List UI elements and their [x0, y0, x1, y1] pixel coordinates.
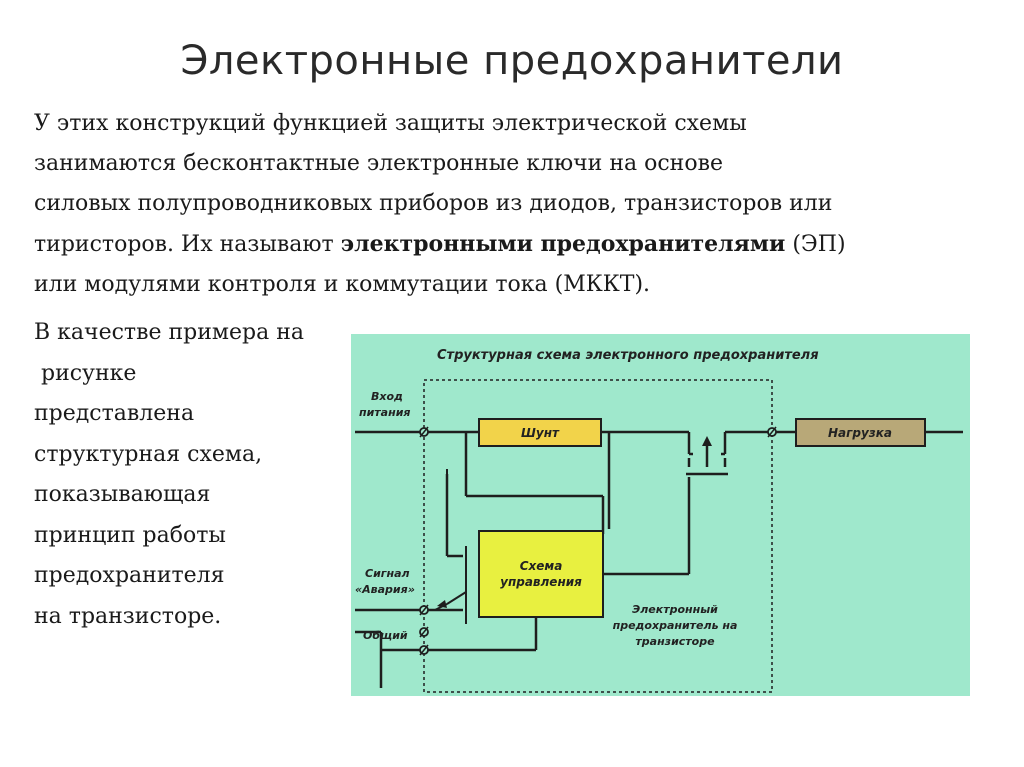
mosfet-arrow — [702, 436, 712, 446]
load-block — [795, 418, 926, 447]
slide-title: Электронные предохранители — [180, 38, 844, 84]
input-label-line2: питания — [359, 406, 410, 419]
alarm-label-line1: Сигнал — [365, 567, 410, 580]
input-label-line1: Вход — [371, 390, 403, 403]
alarm-label-line2: «Авария» — [355, 583, 415, 596]
description-line: представлена — [34, 401, 195, 426]
schematic-svg: Структурная схема электронного предохран… — [351, 334, 970, 696]
paragraph-text: тиристоров. Их называют — [34, 232, 341, 257]
description-line: принцип работы — [34, 522, 226, 548]
description-line: показывающая — [34, 482, 211, 507]
common-label: Общий — [363, 629, 408, 642]
paragraph-bold-term: электронными предохранителями — [340, 231, 786, 257]
paragraph-line: тиристоров. Их называют электронными пре… — [34, 224, 994, 265]
schematic-diagram: Структурная схема электронного предохран… — [351, 334, 970, 696]
load-label: Нагрузка — [828, 426, 892, 440]
description-line: на транзисторе. — [34, 603, 222, 629]
example-description: В качестве примера на рисунке представле… — [34, 313, 344, 637]
fuse-caption-line3: транзисторе — [635, 635, 715, 648]
terminal-marks — [419, 426, 777, 656]
control-unit-block — [478, 530, 604, 618]
description-line: рисунке — [34, 360, 137, 386]
intro-paragraph: У этих конструкций функцией защиты элект… — [34, 104, 994, 305]
paragraph-line: У этих конструкций функцией защиты элект… — [34, 111, 747, 136]
description-line: В качестве примера на — [34, 320, 304, 345]
wires — [355, 430, 963, 688]
description-line: предохранителя — [34, 563, 225, 588]
shunt-block — [478, 418, 602, 447]
paragraph-line: силовых полупроводниковых приборов из ди… — [34, 191, 833, 216]
fuse-caption-line1: Электронный — [632, 603, 718, 616]
fuse-caption-line2: предохранитель на — [613, 619, 738, 632]
description-line: структурная схема, — [34, 441, 263, 467]
diagram-title: Структурная схема электронного предохран… — [437, 348, 819, 363]
fuse-boundary — [423, 379, 773, 693]
shunt-label: Шунт — [521, 426, 560, 440]
control-label-line2: управления — [500, 575, 582, 589]
control-label-line1: Схема — [520, 559, 563, 573]
paragraph-line: занимаются бесконтактные электронные клю… — [34, 151, 723, 176]
diagram-background — [351, 334, 970, 696]
paragraph-text: (ЭП) — [785, 232, 846, 257]
paragraph-line: или модулями контроля и коммутации тока … — [34, 272, 651, 297]
emitter-arrow — [437, 600, 447, 608]
